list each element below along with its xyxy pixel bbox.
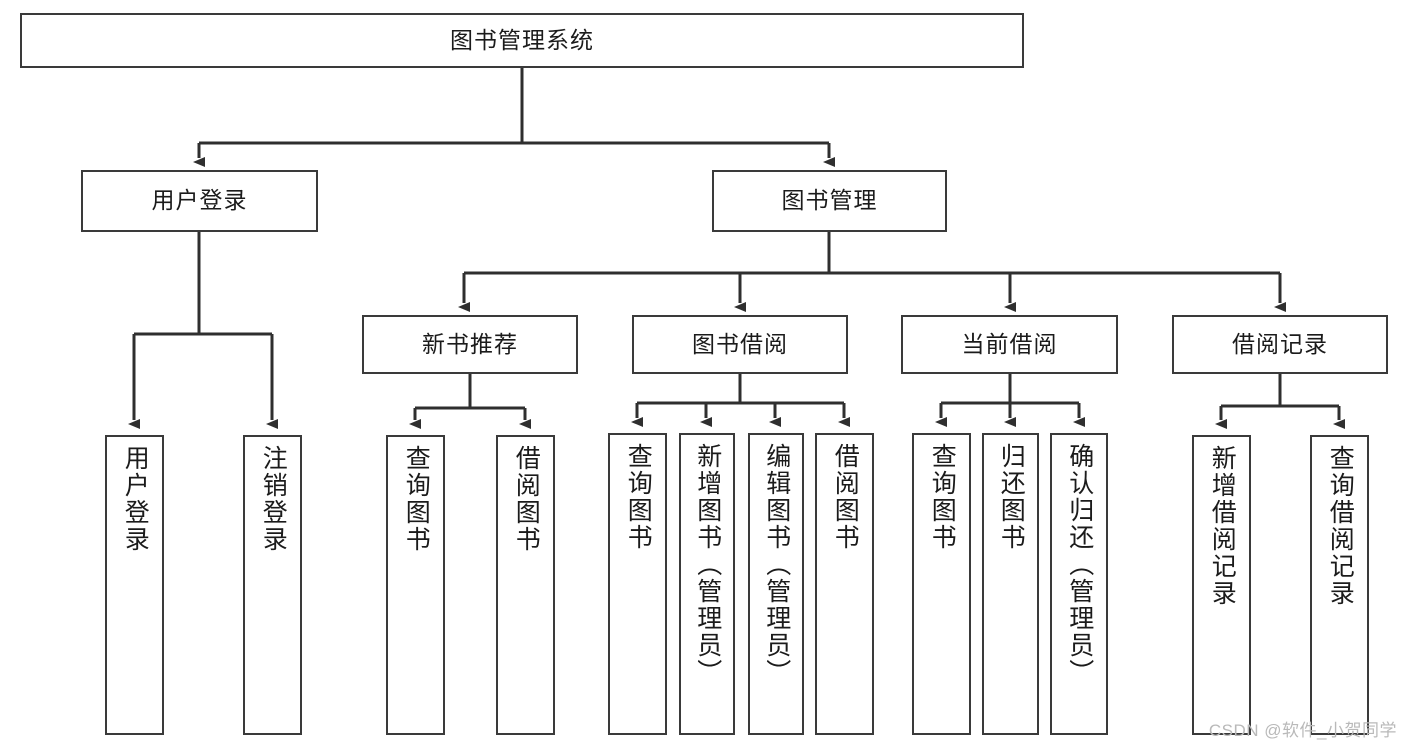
node-leaf-confirm-return-admin[interactable]: 确认归还（管理员） bbox=[1050, 433, 1108, 735]
node-label: 图书管理 bbox=[781, 187, 878, 214]
node-current-borrow[interactable]: 当前借阅 bbox=[901, 315, 1118, 374]
node-label: 编辑图书（管理员） bbox=[762, 443, 791, 686]
node-label: 借阅图书 bbox=[831, 443, 860, 551]
node-label: 确认归还（管理员） bbox=[1065, 443, 1094, 686]
node-label: 归还图书 bbox=[997, 443, 1026, 551]
node-user-login[interactable]: 用户登录 bbox=[81, 170, 318, 232]
node-label: 查询图书 bbox=[624, 443, 653, 551]
node-label: 新增图书（管理员） bbox=[693, 443, 722, 686]
node-label: 查询借阅记录 bbox=[1326, 445, 1355, 607]
node-leaf-query-book-1[interactable]: 查询图书 bbox=[386, 435, 445, 735]
node-new-book-recommend[interactable]: 新书推荐 bbox=[362, 315, 578, 374]
node-book-management-system[interactable]: 图书管理系统 bbox=[20, 13, 1024, 68]
node-label: 查询图书 bbox=[402, 445, 431, 553]
node-label: 借阅图书 bbox=[512, 445, 541, 553]
node-label: 当前借阅 bbox=[961, 330, 1058, 357]
node-leaf-query-book-2[interactable]: 查询图书 bbox=[608, 433, 667, 735]
node-borrow-record[interactable]: 借阅记录 bbox=[1172, 315, 1388, 374]
node-label: 图书管理系统 bbox=[450, 26, 594, 53]
node-leaf-add-borrow-record[interactable]: 新增借阅记录 bbox=[1192, 435, 1251, 735]
node-label: 新书推荐 bbox=[422, 330, 518, 357]
node-label: 图书借阅 bbox=[692, 330, 788, 357]
node-leaf-borrow-book-2[interactable]: 借阅图书 bbox=[815, 433, 874, 735]
node-label: 借阅记录 bbox=[1232, 330, 1328, 357]
node-label: 用户登录 bbox=[151, 187, 248, 214]
csdn-watermark: CSDN @软件_小贺同学 bbox=[1208, 721, 1397, 740]
node-leaf-edit-book-admin[interactable]: 编辑图书（管理员） bbox=[748, 433, 804, 735]
node-book-borrow[interactable]: 图书借阅 bbox=[632, 315, 848, 374]
node-book-management[interactable]: 图书管理 bbox=[712, 170, 947, 232]
node-leaf-query-book-3[interactable]: 查询图书 bbox=[912, 433, 971, 735]
node-leaf-add-book-admin[interactable]: 新增图书（管理员） bbox=[679, 433, 735, 735]
node-label: 注销登录 bbox=[259, 445, 288, 553]
node-label: 用户登录 bbox=[121, 445, 150, 553]
node-label: 查询图书 bbox=[928, 443, 957, 551]
node-leaf-logout-login[interactable]: 注销登录 bbox=[243, 435, 302, 735]
node-leaf-return-book[interactable]: 归还图书 bbox=[982, 433, 1039, 735]
node-leaf-query-borrow-record[interactable]: 查询借阅记录 bbox=[1310, 435, 1369, 735]
node-leaf-user-login[interactable]: 用户登录 bbox=[105, 435, 164, 735]
node-label: 新增借阅记录 bbox=[1208, 445, 1237, 607]
node-leaf-borrow-book-1[interactable]: 借阅图书 bbox=[496, 435, 555, 735]
